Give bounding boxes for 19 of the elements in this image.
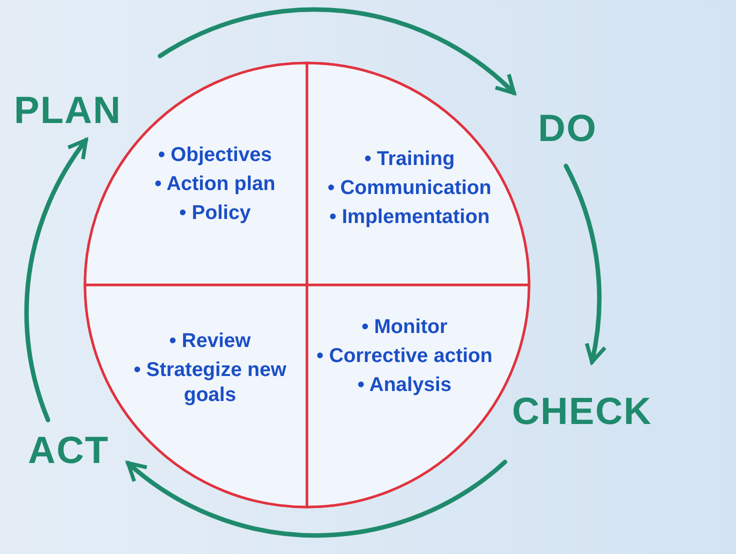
- stage-label: DO: [538, 110, 597, 148]
- bullet-item: • Communication: [328, 176, 492, 201]
- bullet-item: • Objectives: [158, 143, 272, 168]
- cycle-arrow: [126, 460, 508, 538]
- bullet-item: • Analysis: [357, 373, 452, 398]
- bullet-item: • Implementation: [329, 205, 490, 230]
- bullet-item: • Training: [364, 147, 455, 172]
- cycle-arrow: [158, 8, 516, 96]
- bullet-item: • Policy: [179, 201, 251, 226]
- bullet-item: • Monitor: [362, 315, 448, 340]
- cycle-arrow: [24, 138, 88, 422]
- bullet-item: • Action plan: [154, 172, 276, 197]
- bullet-item: • Review: [169, 329, 251, 354]
- bullet-item: • Corrective action: [316, 344, 492, 369]
- bullet-item: • Strategize new goals: [132, 358, 288, 408]
- stage-label: PLAN: [14, 92, 122, 130]
- stage-label: ACT: [28, 432, 110, 470]
- stage-label: CHECK: [512, 393, 652, 431]
- cycle-arrow: [564, 164, 606, 364]
